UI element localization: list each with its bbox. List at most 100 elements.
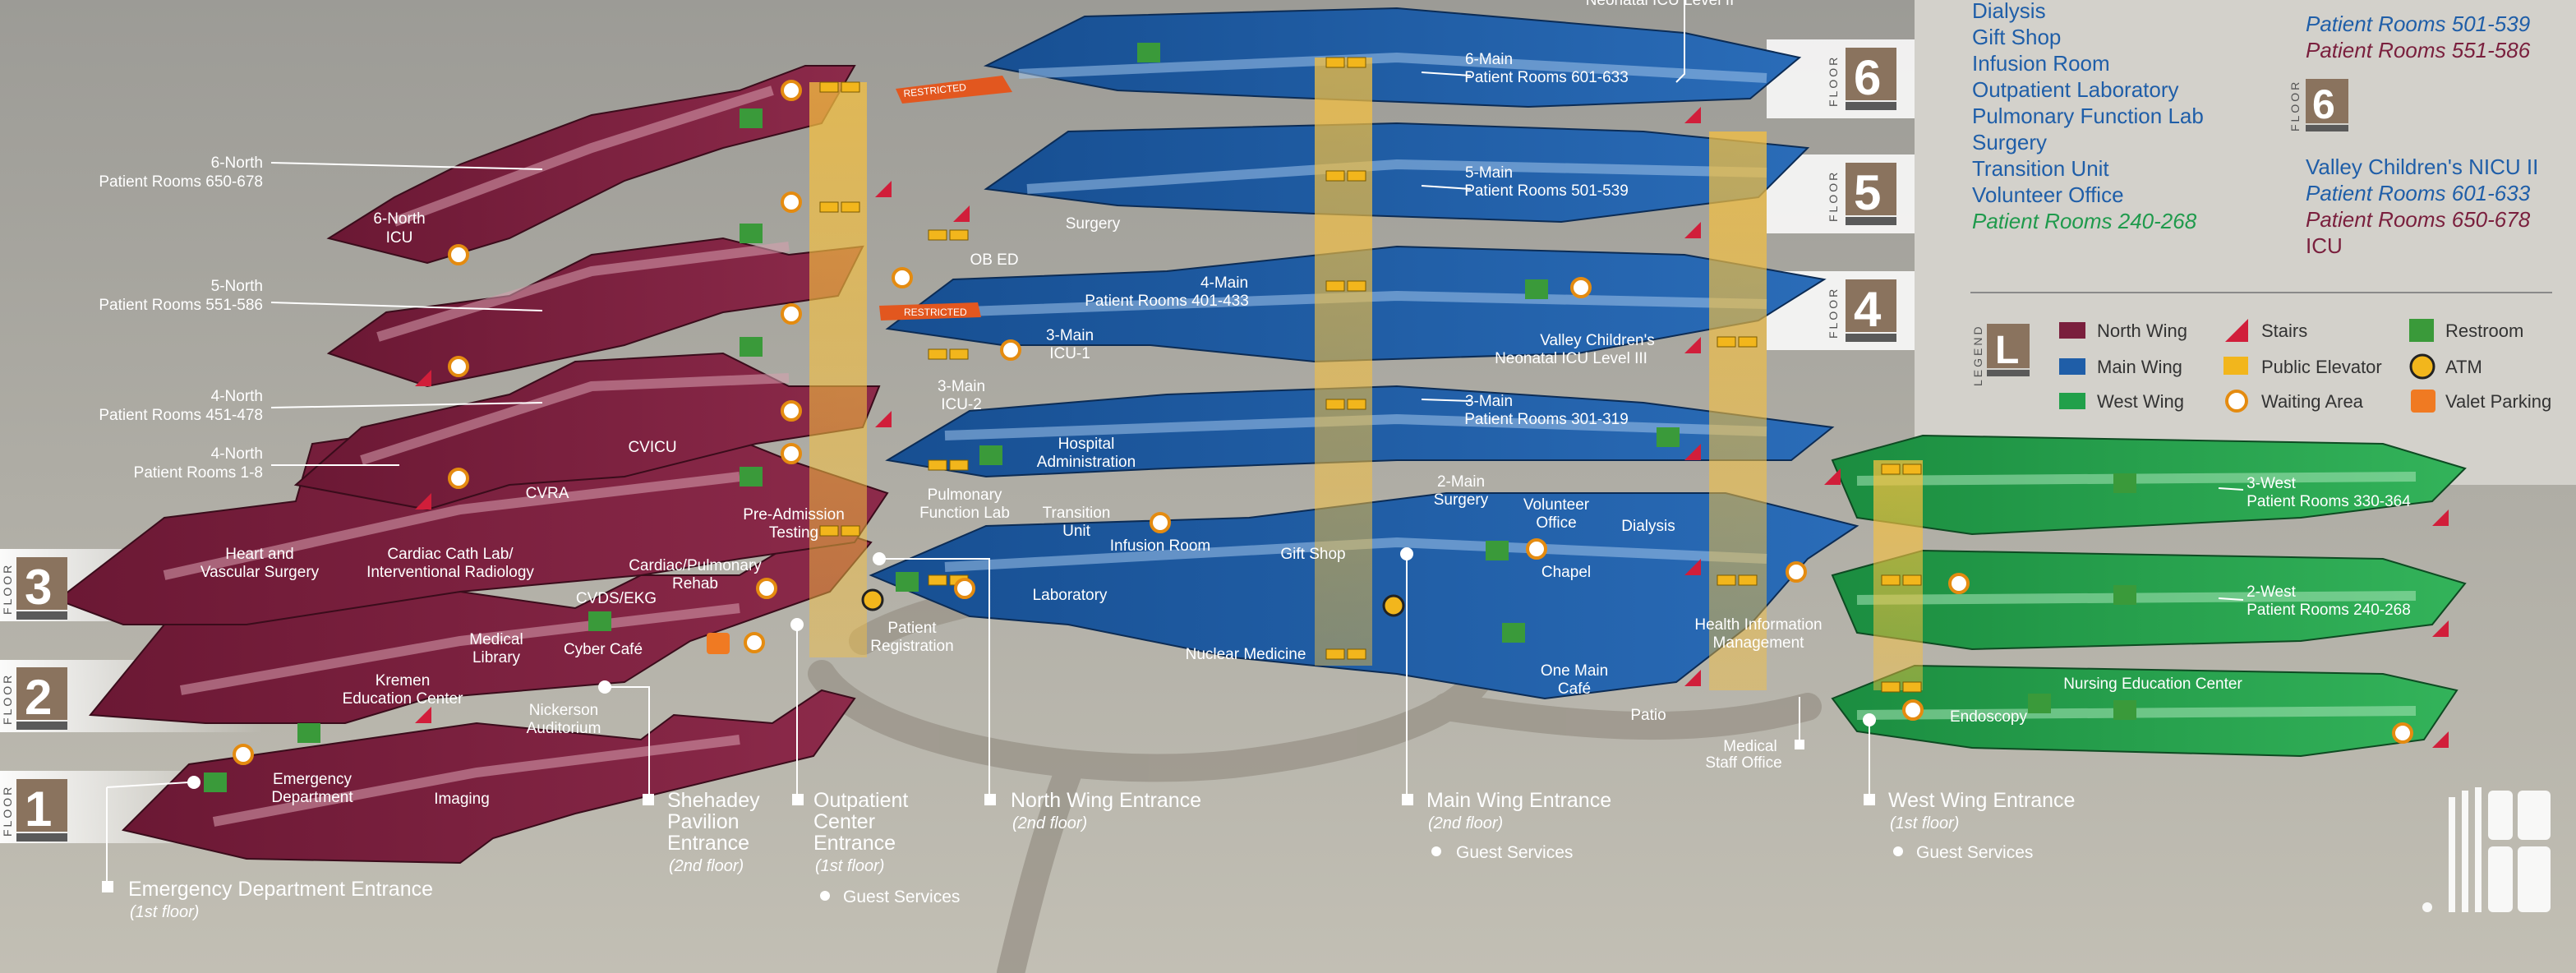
- elevator-shaft-north: [809, 82, 867, 657]
- label-transition-b: Unit: [1062, 523, 1091, 540]
- entrance-shehadey-a: Shehadey: [667, 789, 760, 812]
- label-emergency: Emergency: [273, 771, 353, 788]
- floor-number-6: 6: [1854, 50, 1881, 105]
- directory-item: Transition Unit: [1972, 156, 2109, 181]
- hospital-logo: [2422, 787, 2551, 912]
- floor-word-2: FLOOR: [1, 673, 14, 725]
- atm-icon: [861, 588, 884, 611]
- label-imaging: Imaging: [434, 791, 490, 808]
- legend-badge: [1987, 324, 2030, 368]
- restricted-label-mid: RESTRICTED: [904, 307, 967, 318]
- label-2-main-surgery: 2-Main: [1437, 473, 1485, 491]
- label-nucmed: Nuclear Medicine: [1186, 646, 1306, 663]
- floor-badge-5: [1846, 163, 1896, 215]
- elevator-shaft-main: [1315, 58, 1372, 666]
- legend-label: Restroom: [2445, 320, 2523, 341]
- label-endoscopy: Endoscopy: [1950, 708, 2028, 726]
- label-nickerson: Nickerson: [529, 702, 598, 719]
- entrance-shehadey-b: Pavilion: [667, 810, 740, 833]
- room-labels: Neonatal ICU Level II 6-North Patient Ro…: [99, 0, 2411, 808]
- stairs-icon: [875, 411, 892, 427]
- label-rehab: Cardiac/Pulmonary: [629, 557, 762, 574]
- guest-services-dot: [1431, 846, 1441, 856]
- label-infusion: Infusion Room: [1110, 537, 1211, 555]
- label-6-main: 6-Main: [1465, 51, 1513, 68]
- label-volunteer-b: Office: [1536, 514, 1576, 532]
- label-hospadmin: Hospital: [1058, 436, 1115, 453]
- floor-word-6: FLOOR: [1827, 55, 1840, 107]
- waiting-area-icon: [1786, 561, 1807, 583]
- label-hospadmin-b: Administration: [1037, 454, 1136, 471]
- floor-word-1: FLOOR: [1, 785, 14, 837]
- label-icu2: 3-Main: [938, 378, 985, 395]
- label-kremen-b: Education Center: [343, 690, 463, 708]
- waiting-area-icon: [1902, 699, 1924, 721]
- label-6-north-icu: 6-North: [373, 210, 425, 228]
- entrance-emergency-sub: (1st floor): [130, 903, 199, 921]
- label-laboratory: Laboratory: [1033, 587, 1108, 604]
- label-nursing: Nursing Education Center: [2063, 676, 2242, 693]
- label-chapel: Chapel: [1541, 564, 1591, 581]
- label-medlib: Medical: [469, 631, 523, 648]
- entrance-shehadey-sub: (2nd floor): [669, 857, 744, 875]
- restroom-icon: [740, 224, 763, 243]
- waiting-area-icon: [448, 356, 469, 377]
- directory: Dialysis Gift Shop Infusion Room Outpati…: [1972, 0, 2538, 258]
- restroom-icon: [2028, 694, 2051, 713]
- label-obed: OB ED: [970, 251, 1018, 269]
- entrance-main-sub: (2nd floor): [1428, 814, 1503, 832]
- label-patreg: Patient: [887, 620, 937, 637]
- label-5-main: 5-Main: [1465, 164, 1513, 182]
- floor-badge-2: [16, 667, 67, 720]
- directory-item: Patient Rooms 551-586: [2306, 38, 2531, 62]
- label-vch-b: Neonatal ICU Level III: [1495, 350, 1647, 367]
- west-wing-swatch: [2059, 393, 2085, 409]
- waiting-area-icon: [1150, 512, 1171, 533]
- restricted-zones: RESTRICTED RESTRICTED: [879, 76, 1012, 320]
- directory-item: Patient Rooms 501-539: [2306, 12, 2530, 36]
- entrance-west-title: West Wing Entrance: [1888, 789, 2075, 812]
- directory-item: Pulmonary Function Lab: [1972, 104, 2204, 128]
- label-4-north-c-rooms: Patient Rooms 1-8: [134, 464, 263, 482]
- floor-badge-4: [1846, 279, 1896, 332]
- label-him-b: Management: [1713, 634, 1805, 652]
- floor-word-4: FLOOR: [1827, 287, 1840, 339]
- label-transition: Transition: [1043, 505, 1111, 522]
- restroom-icon: [896, 572, 919, 592]
- floor-number-2: 2: [25, 670, 52, 725]
- waiting-area-icon: [448, 468, 469, 489]
- legend-label: North Wing: [2097, 320, 2187, 341]
- label-2-west: 2-West: [2247, 583, 2297, 601]
- waiting-area-icon: [1570, 277, 1592, 298]
- floor-number-1: 1: [25, 782, 52, 837]
- valet-parking-icon: [707, 633, 730, 654]
- directory-item: Outpatient Laboratory: [1972, 77, 2179, 102]
- label-cvds: CVDS/EKG: [576, 590, 657, 607]
- label-preadm-b: Testing: [769, 524, 818, 542]
- label-medstaff-b: Staff Office: [1705, 754, 1781, 772]
- waiting-area-icon: [2225, 390, 2248, 413]
- directory-item: Valley Children's NICU II: [2306, 154, 2538, 179]
- elevator-icons: [819, 57, 1922, 693]
- stairs-icon: [1684, 444, 1701, 460]
- directory-item: Patient Rooms 240-268: [1972, 209, 2197, 233]
- label-6-north: 6-North: [211, 154, 263, 172]
- label-onemain: One Main: [1541, 662, 1608, 680]
- floor-badge-1: [16, 779, 67, 832]
- waiting-area-icon: [756, 578, 777, 599]
- guest-services-dot: [1893, 846, 1903, 856]
- restroom-icon: [740, 108, 763, 128]
- label-emergency-b: Department: [271, 789, 353, 806]
- directory-item: Gift Shop: [1972, 25, 2061, 49]
- entrances: Emergency Department Entrance (1st floor…: [128, 789, 2075, 921]
- label-heart-b: Vascular Surgery: [200, 564, 320, 581]
- directory-floor-word-6: FLOOR: [2288, 80, 2302, 131]
- legend-badge-letter: L: [1995, 329, 2019, 372]
- label-2-main-surgery-b: Surgery: [1434, 491, 1489, 509]
- restroom-icon: [1486, 541, 1509, 560]
- elevator-shaft-east: [1709, 131, 1767, 690]
- elevator-icon: [2223, 357, 2248, 375]
- directory-item: Volunteer Office: [1972, 182, 2124, 207]
- atm-markers: [861, 588, 1405, 617]
